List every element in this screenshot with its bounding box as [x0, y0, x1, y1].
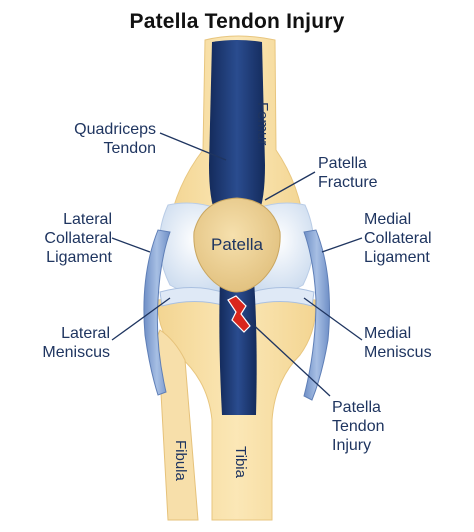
lateral-collateral-ligament-leader	[111, 237, 151, 253]
medial-collateral-ligament-leader	[321, 237, 363, 253]
quadriceps-tendon-leader	[159, 132, 227, 161]
label-line: Patella	[332, 399, 381, 416]
patella	[193, 197, 281, 293]
label-line: Tendon	[103, 140, 157, 157]
label-quadriceps-tendon: Quadriceps Tendon	[60, 120, 156, 158]
label-line: Injury	[332, 437, 372, 454]
label-line: Tendon	[332, 418, 385, 435]
label-medial-meniscus: Medial Meniscus	[364, 324, 456, 362]
patella-bone-label: Patella	[211, 235, 264, 254]
label-line: Medial	[364, 211, 412, 228]
medial-meniscus	[245, 286, 315, 307]
medial-meniscus-leader	[303, 297, 363, 341]
label-line: Meniscus	[364, 344, 432, 361]
tendon-fracture-mark	[227, 295, 251, 333]
fibula-label: Fibula	[172, 440, 189, 482]
patellar-tendon	[219, 280, 257, 415]
medial-collateral-ligament	[303, 229, 330, 401]
label-medial-collateral-ligament: Medial Collateral Ligament	[364, 210, 464, 267]
patella-tendon-injury-leader	[245, 317, 331, 397]
label-lateral-collateral-ligament: Lateral Collateral Ligament	[20, 210, 112, 267]
label-patella-fracture: Patella Fracture	[318, 154, 408, 192]
label-line: Collateral	[364, 230, 432, 247]
femur-label: Femur	[254, 102, 271, 145]
label-line: Meniscus	[42, 344, 110, 361]
label-line: Medial	[364, 325, 412, 342]
diagram-title: Patella Tendon Injury	[129, 10, 345, 33]
lateral-collateral-ligament	[143, 229, 171, 396]
label-line: Lateral	[63, 211, 112, 228]
label-line: Collateral	[44, 230, 112, 247]
patella-fracture-leader	[264, 171, 316, 201]
label-line: Ligament	[364, 249, 430, 266]
label-line: Quadriceps	[74, 121, 156, 138]
tibia-label: Tibia	[232, 446, 249, 479]
label-line: Patella	[318, 155, 367, 172]
label-lateral-meniscus: Lateral Meniscus	[28, 324, 110, 362]
lateral-meniscus-leader	[111, 297, 171, 341]
quadriceps-tendon	[209, 40, 265, 215]
label-line: Lateral	[61, 325, 110, 342]
label-line: Fracture	[318, 174, 378, 191]
label-patella-tendon-injury: Patella Tendon Injury	[332, 398, 412, 455]
label-line: Ligament	[46, 249, 112, 266]
